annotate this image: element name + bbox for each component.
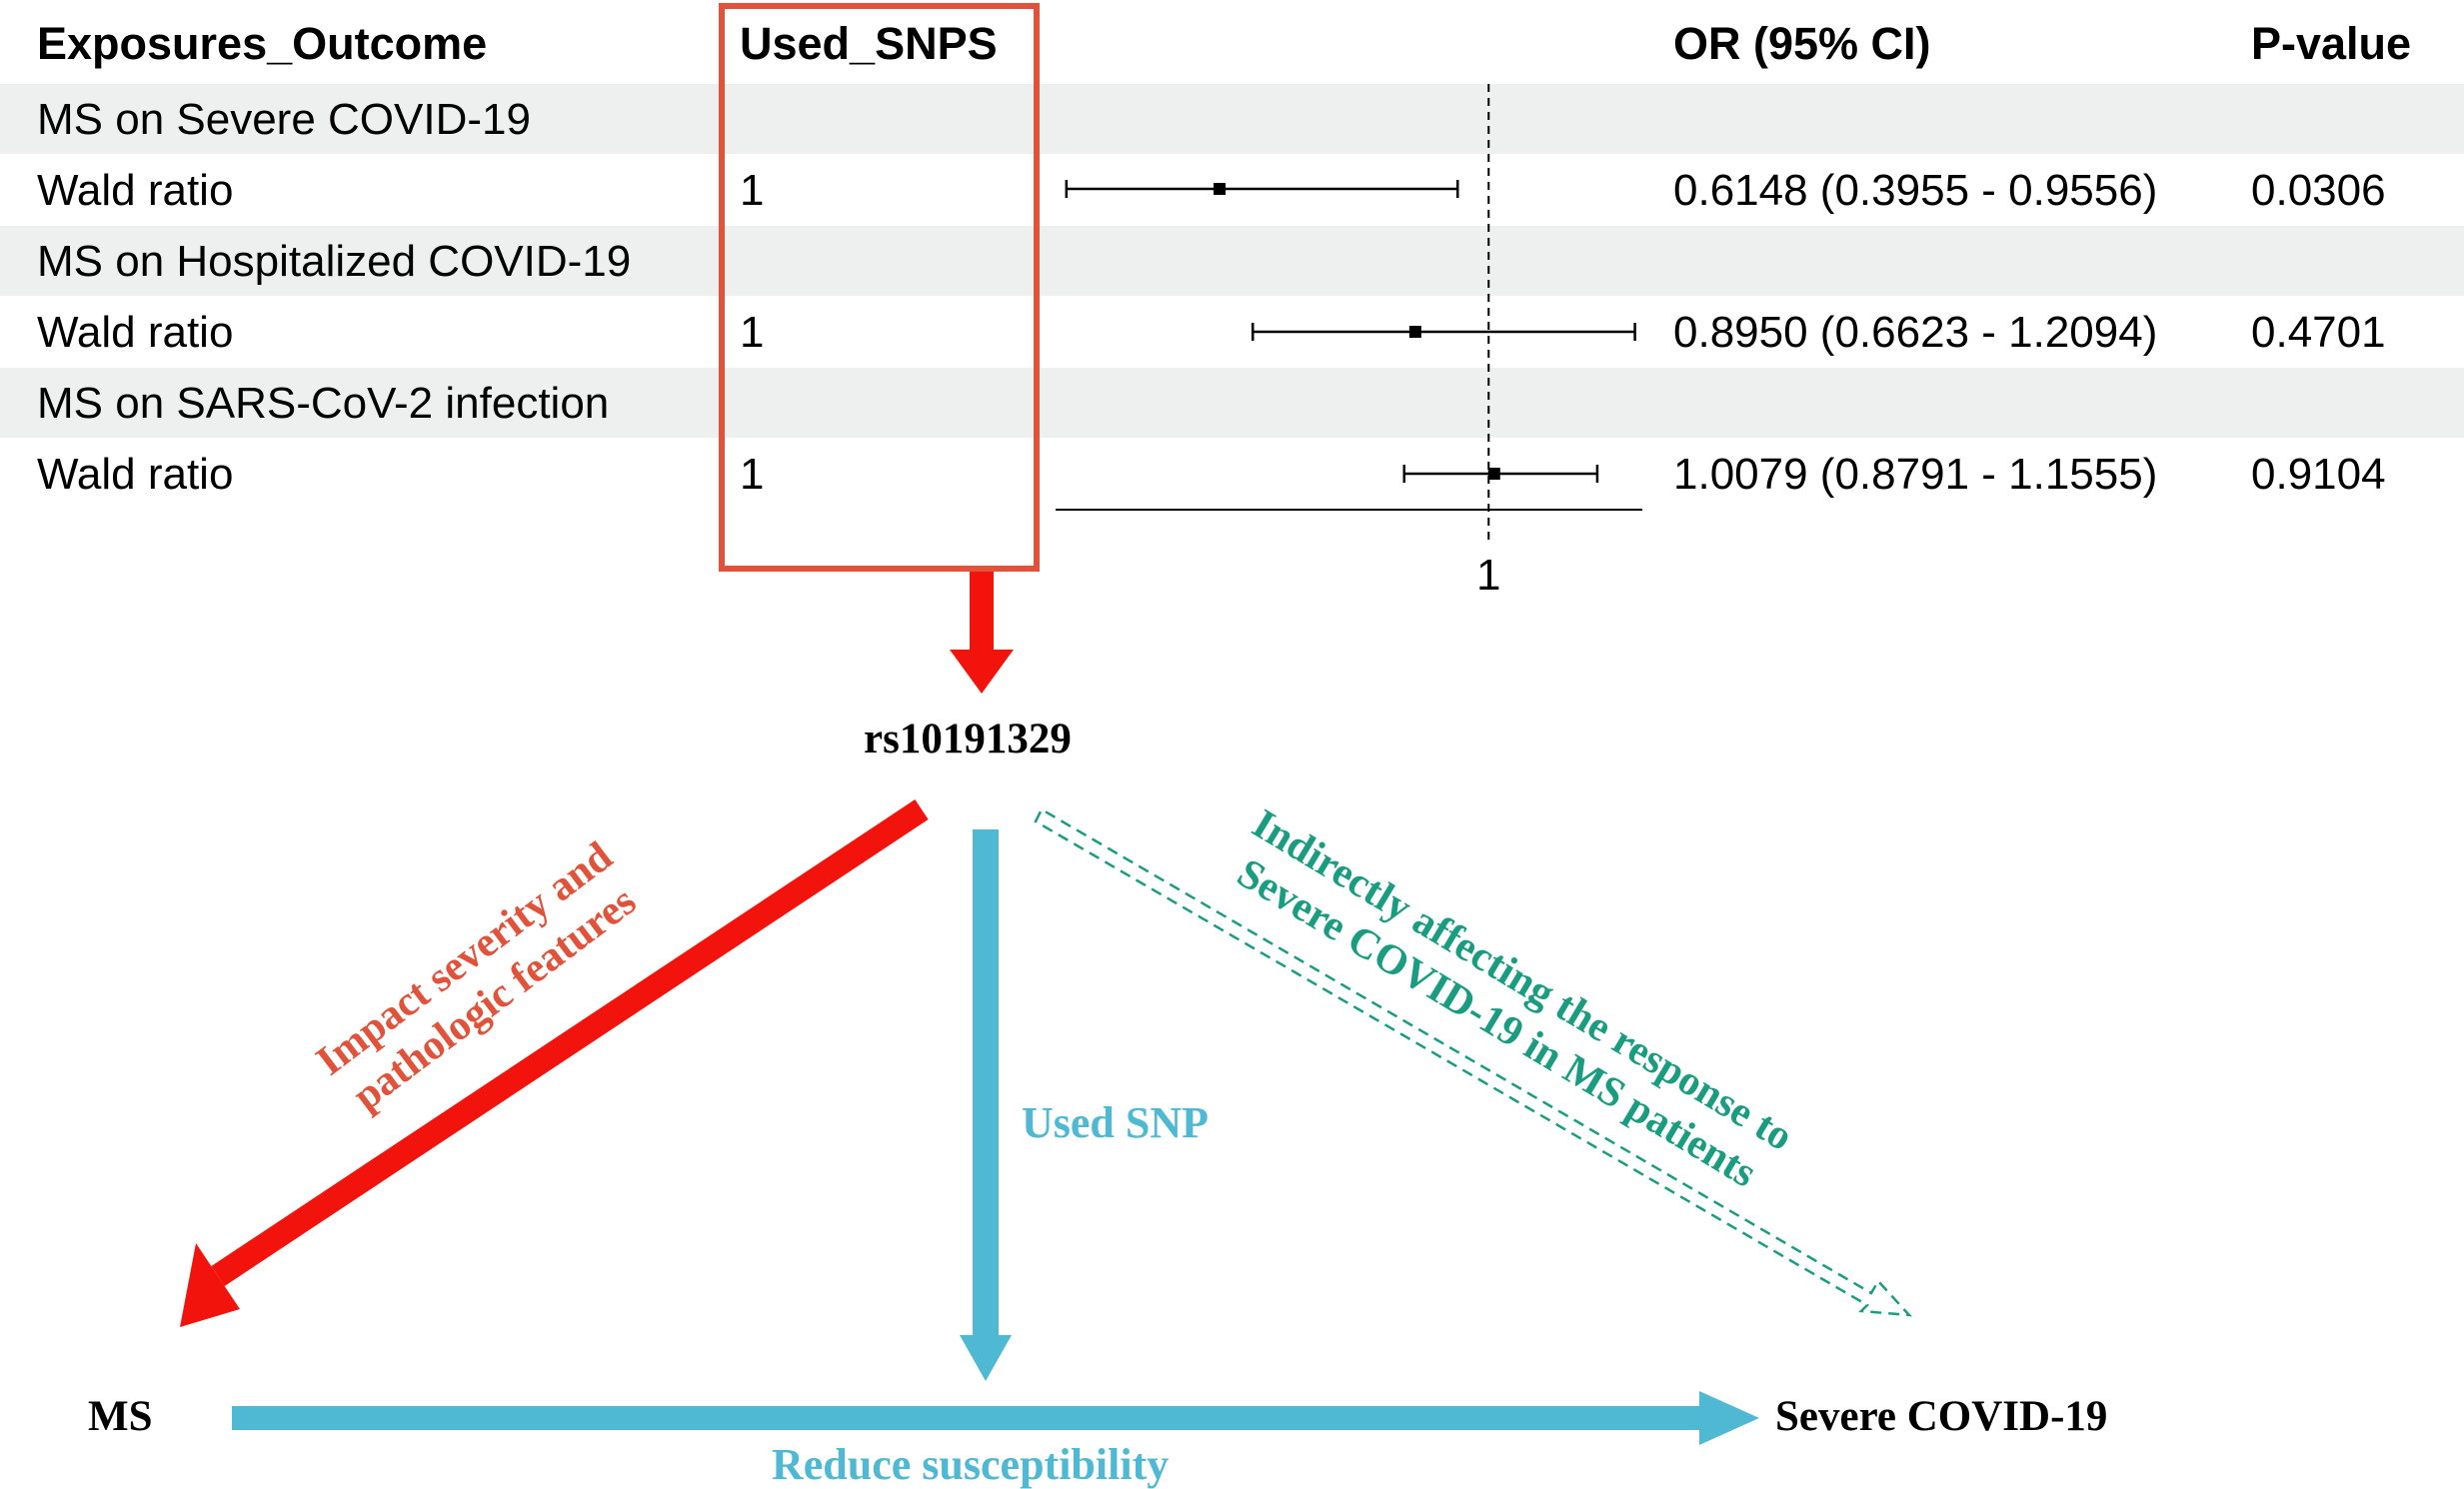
- group-label-severe: MS on Severe COVID-19: [37, 95, 531, 144]
- snp-down-arrow-shaft: [973, 829, 999, 1337]
- header-exposure: Exposures_Outcome: [37, 18, 488, 69]
- row-snps-hospitalized: 1: [740, 308, 765, 357]
- header-pvalue: P-value: [2251, 18, 2412, 69]
- ms-to-outcome-arrow-shaft: [232, 1406, 1701, 1430]
- row-label-severe: Wald ratio: [37, 166, 234, 215]
- group-label-infection: MS on SARS-CoV-2 infection: [37, 379, 610, 428]
- box-to-snp-arrow-head: [950, 650, 1014, 694]
- forest-plot: 1: [1056, 84, 1642, 600]
- snp-to-ms-arrow-head: [180, 1243, 240, 1327]
- point-estimate: [1487, 468, 1500, 480]
- row-snps-infection: 1: [740, 450, 765, 499]
- row-label-infection: Wald ratio: [37, 450, 234, 499]
- edge-label-used-snp: Used SNP: [1022, 1098, 1210, 1147]
- ms-node-label: MS: [88, 1393, 153, 1440]
- group-band-3: [0, 368, 2464, 438]
- group-label-hospitalized: MS on Hospitalized COVID-19: [37, 237, 632, 286]
- row-label-hospitalized: Wald ratio: [37, 308, 234, 357]
- row-snps-severe: 1: [740, 166, 765, 215]
- snp-column-highlight-box: [719, 3, 1040, 572]
- row-pvalue-hospitalized: 0.4701: [2251, 308, 2386, 357]
- outcome-node-label: Severe COVID-19: [1775, 1393, 2108, 1440]
- point-estimate: [1214, 183, 1227, 195]
- group-band-2: [0, 226, 2464, 296]
- row-pvalue-severe: 0.0306: [2251, 166, 2386, 215]
- snp-node-label: rs10191329: [864, 716, 1072, 762]
- header-or-ci: OR (95% CI): [1673, 18, 1931, 69]
- snp-down-arrow-head: [960, 1335, 1012, 1381]
- edge-label-reduce-susceptibility: Reduce susceptibility: [772, 1440, 1170, 1489]
- row-or-hospitalized: 0.8950 (0.6623 - 1.2094): [1673, 308, 2158, 357]
- header-used-snps: Used_SNPS: [740, 18, 998, 69]
- row-pvalue-infection: 0.9104: [2251, 450, 2386, 499]
- point-estimate: [1408, 326, 1421, 338]
- group-band-1: [0, 84, 2464, 154]
- row-or-severe: 0.6148 (0.3955 - 0.9556): [1673, 166, 2158, 215]
- snp-to-ms-arrow-shaft: [211, 799, 929, 1286]
- x-tick-label: 1: [1476, 551, 1500, 600]
- ms-to-outcome-arrow-head: [1699, 1391, 1759, 1445]
- row-or-infection: 1.0079 (0.8791 - 1.1555): [1673, 450, 2158, 499]
- box-to-snp-arrow-shaft: [970, 572, 994, 650]
- snp-to-outcome-dashed-arrow: [1034, 807, 1913, 1317]
